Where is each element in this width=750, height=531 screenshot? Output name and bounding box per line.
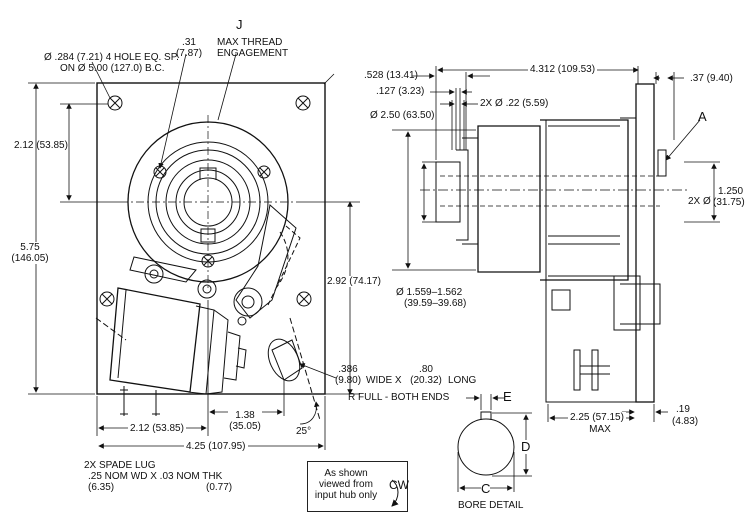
- bore-detail: [457, 394, 532, 492]
- r-full-label: R FULL - BOTH ENDS: [348, 392, 450, 403]
- mounting-slot: [267, 317, 321, 421]
- dia-2-50-label: Ø 2.50 (63.50): [370, 110, 435, 121]
- mounting-plate: [96, 82, 326, 395]
- dim-1-38-mm-label: (35.05): [229, 421, 261, 432]
- dia-1-250-prefix-label: 2X Ø: [688, 196, 711, 207]
- dim-5-75-mm-label: (146.05): [2, 253, 58, 264]
- dim-2-12-bottom-label: 2.12 (53.85): [128, 423, 186, 434]
- dim-4-25-label: 4.25 (107.95): [184, 441, 248, 452]
- front-view: [95, 82, 326, 421]
- anti-rotation-arm: [233, 204, 301, 326]
- dim-2-12-label: 2.12 (53.85): [14, 140, 68, 151]
- dim-19-mm-label: (4.83): [672, 416, 699, 427]
- dim-2-92-label: 2.92 (74.17): [327, 276, 381, 287]
- cw-arrow-icon: [391, 479, 399, 507]
- bore-detail-label: BORE DETAIL: [458, 500, 524, 511]
- callout-d: D: [521, 439, 531, 454]
- dim-19-label: .19: [676, 404, 690, 415]
- callout-j: J: [236, 17, 243, 32]
- max-label: MAX: [589, 424, 611, 435]
- dim-2-25-label: 2.25 (57.15): [568, 412, 626, 423]
- dim-127-label: .127 (3.23): [376, 86, 425, 97]
- dia-1-250-mm-label: (31.75): [713, 197, 745, 208]
- dim-37-label: .37 (9.40): [690, 73, 733, 84]
- side-view: [420, 83, 690, 403]
- spade-lug-label: 2X SPADE LUG: [84, 460, 156, 471]
- dim-80-mm-label: (20.32): [410, 375, 442, 386]
- angle-25-label: 25°: [296, 426, 312, 437]
- dim-4-312-label: 4.312 (109.53): [528, 64, 598, 75]
- rotation-note-box: As shown viewed from input hub only CW: [307, 461, 409, 512]
- dim-386-label: .386: [338, 364, 358, 375]
- dia-1-559-mm-label: (39.59–39.68): [404, 298, 467, 309]
- slot-wide-label: WIDE X: [366, 375, 402, 386]
- side-flange: [635, 83, 655, 403]
- dim-5-75-label: 5.75: [2, 242, 58, 253]
- dia-1-559-label: Ø 1.559–1.562: [396, 287, 463, 298]
- callout-e: E: [503, 389, 512, 404]
- spade-size-label: .25 NOM WD X .03 NOM THK: [88, 471, 223, 482]
- rotation-note-text: As shown viewed from input hub only: [314, 468, 378, 501]
- spade-width-mm-label: (6.35): [88, 482, 115, 493]
- dim-1-38-label: 1.38: [228, 410, 262, 421]
- spade-thk-mm-label: (0.77): [206, 482, 233, 493]
- slot-long-label: LONG: [448, 375, 477, 386]
- hole-pattern-label: Ø .284 (7.21) 4 HOLE EQ. SP.: [44, 52, 179, 63]
- front-dimensions: [28, 53, 360, 450]
- max-thread-label: MAX THREAD: [217, 37, 283, 48]
- dim-80-label: .80: [419, 364, 433, 375]
- dim-386-mm-label: (9.80): [334, 375, 362, 386]
- callout-a: A: [698, 109, 707, 124]
- cw-label: CW: [389, 478, 409, 492]
- callout-c: C: [481, 481, 491, 496]
- dim-528-label: .528 (13.41): [364, 70, 418, 81]
- dia-1-250-label: 1.250: [718, 186, 744, 197]
- hole-pattern-bc-label: ON Ø 5.00 (127.0) B.C.: [60, 63, 165, 74]
- dim-2x-22-label: 2X Ø .22 (5.59): [480, 98, 549, 109]
- thread-depth-label: .31: [182, 37, 196, 48]
- engagement-label: ENGAGEMENT: [217, 48, 289, 59]
- terminal-box: [95, 256, 247, 416]
- thread-depth-mm-label: (7.87): [175, 48, 203, 59]
- corner-holes: [99, 95, 312, 307]
